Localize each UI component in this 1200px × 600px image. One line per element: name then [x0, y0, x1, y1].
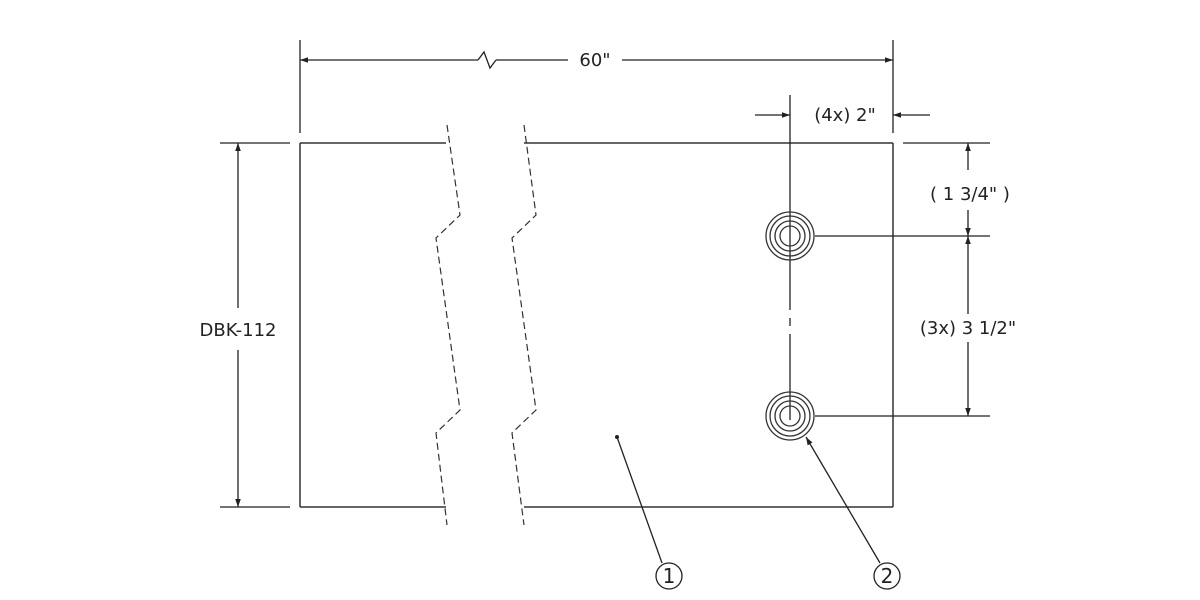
top-edge-offset-label: ( 1 3/4" )	[930, 184, 1010, 205]
balloon-2-number: 2	[881, 564, 894, 588]
break-lines	[435, 124, 537, 526]
height-dimension: DBK-112	[200, 142, 290, 508]
hole-top	[765, 211, 815, 261]
overall-length-dimension: 60"	[299, 40, 894, 133]
hole-edge-offset-dimension: (4x) 2"	[755, 105, 930, 126]
overall-length-label: 60"	[579, 50, 610, 71]
hole-bottom	[765, 391, 815, 441]
hole-edge-offset-label: (4x) 2"	[814, 105, 876, 126]
height-label: DBK-112	[200, 320, 277, 341]
balloon-1-number: 1	[663, 564, 676, 588]
right-vertical-dimensions: ( 1 3/4" ) (3x) 3 1/2"	[815, 142, 1016, 417]
balloon-1: 1	[615, 435, 683, 590]
balloon-2: 2	[805, 436, 901, 590]
plate-outline	[299, 142, 894, 508]
hole-spacing-label: (3x) 3 1/2"	[920, 318, 1016, 339]
